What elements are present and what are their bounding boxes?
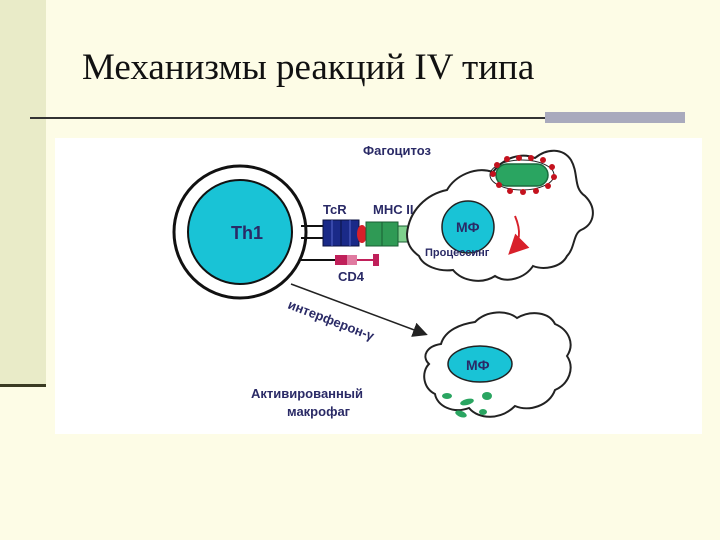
cd4-block-1: [335, 255, 347, 265]
mhc-block-2: [381, 221, 399, 247]
diagram-svg: Th1 TcR MHC II CD4: [172, 143, 594, 419]
antigen-peptide: [357, 225, 367, 243]
processing-label: Процессинг: [425, 247, 490, 259]
phagocytosis-label: Фагоцитоз: [363, 143, 431, 158]
cd4-tip: [373, 254, 379, 266]
interferon-label: интерферон-γ: [286, 297, 377, 344]
diagram-figure: Th1 TcR MHC II CD4: [55, 138, 702, 434]
left-decor-bar: [0, 0, 46, 384]
digested-fragments: [442, 392, 492, 418]
title-underline: [30, 117, 545, 119]
mhc-label: MHC II: [373, 202, 413, 217]
macrophage-top-nucleus: [441, 200, 495, 254]
activated-label-line2: макрофаг: [287, 404, 351, 419]
activated-label-line1: Активированный: [251, 386, 363, 401]
interferon-arrow: [290, 283, 428, 337]
tcr-receptor: [322, 219, 360, 247]
macrophage-bottom: МФ: [423, 311, 572, 418]
bacterium: [495, 163, 549, 187]
th1-cell: Th1: [172, 164, 308, 300]
slide-title: Механизмы реакций IV типа: [82, 47, 535, 88]
mhc-block-1: [365, 221, 383, 247]
title-underline-block: [545, 112, 685, 123]
tcr-label: TcR: [323, 202, 347, 217]
cd4-label: CD4: [338, 269, 365, 284]
th1-nucleus: [187, 179, 293, 285]
left-decor-bar-edge: [0, 384, 46, 387]
phagosome-dots: [490, 155, 557, 195]
processing-arrow: [508, 215, 530, 255]
macrophage-bottom-nucleus: [447, 345, 513, 383]
th1-label: Th1: [231, 223, 263, 243]
cd4-block-2: [347, 255, 357, 265]
macrophage-bottom-label: МФ: [466, 357, 490, 373]
macrophage-top-label: МФ: [456, 219, 480, 235]
cd4-molecule: [335, 254, 379, 266]
macrophage-top: МФ Процессинг: [405, 149, 594, 282]
mhc-ii-molecule: [365, 221, 413, 247]
